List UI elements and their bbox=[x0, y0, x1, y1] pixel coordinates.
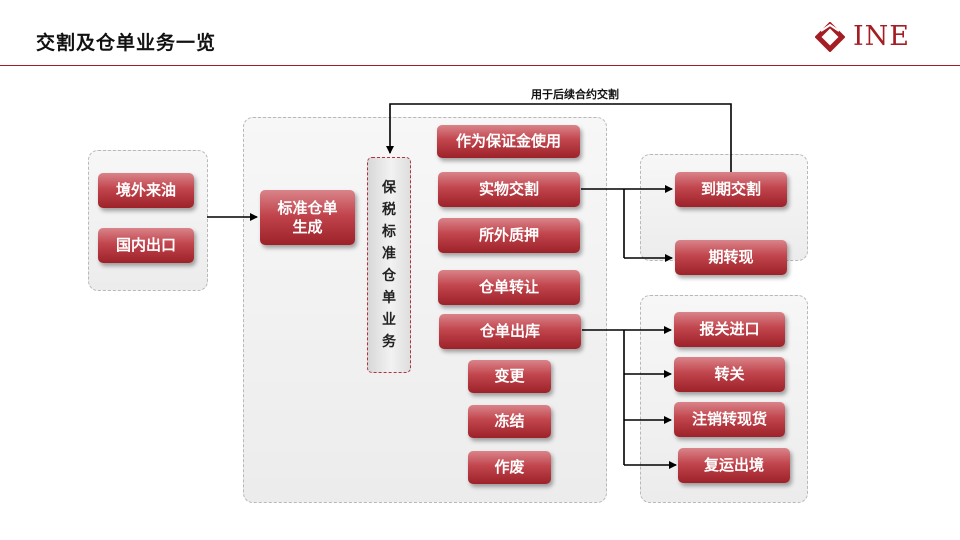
standard-generation-box: 标准仓单生成 bbox=[260, 190, 355, 245]
void-box: 作废 bbox=[468, 451, 551, 484]
ine-logo: INE bbox=[815, 22, 910, 52]
external-pledge-box: 所外质押 bbox=[438, 218, 580, 253]
page-title: 交割及仓单业务一览 bbox=[36, 32, 217, 54]
logo-text: INE bbox=[853, 21, 910, 52]
overseas-oil-box: 境外来油 bbox=[98, 173, 194, 208]
bonded-warrant-box: 保税标准仓单业务 bbox=[367, 157, 411, 373]
reexport-box: 复运出境 bbox=[678, 448, 790, 483]
margin-use-box: 作为保证金使用 bbox=[437, 125, 580, 158]
loop-note: 用于后续合约交割 bbox=[531, 88, 619, 101]
header-rule bbox=[0, 65, 960, 66]
warrant-transfer-box: 仓单转让 bbox=[438, 270, 580, 305]
expiry-delivery-box: 到期交割 bbox=[675, 172, 787, 207]
warrant-outbound-box: 仓单出库 bbox=[439, 314, 581, 349]
customs-import-box: 报关进口 bbox=[674, 312, 785, 347]
freeze-box: 冻结 bbox=[468, 405, 551, 438]
bonded-warrant-label: 保税标准仓单业务 bbox=[382, 180, 396, 350]
customs-transit-box: 转关 bbox=[674, 357, 785, 392]
physical-delivery-box: 实物交割 bbox=[438, 172, 580, 207]
arrow-return-loop bbox=[386, 103, 732, 172]
efp-box: 期转现 bbox=[675, 240, 787, 275]
change-box: 变更 bbox=[468, 360, 551, 393]
domestic-export-box: 国内出口 bbox=[98, 228, 194, 263]
cancel-to-spot-box: 注销转现货 bbox=[674, 402, 785, 437]
ine-logo-icon bbox=[815, 22, 845, 52]
